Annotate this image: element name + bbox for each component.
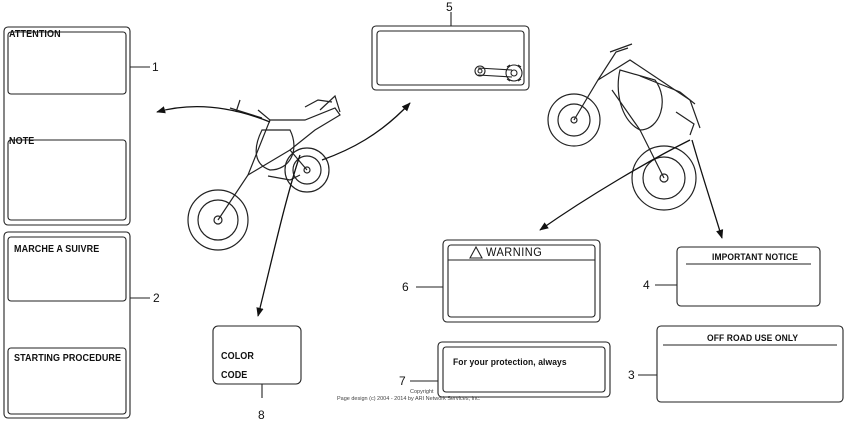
label-4-important-text: IMPORTANT NOTICE <box>712 251 798 262</box>
label-2-starting-text: STARTING PROCEDURE <box>14 352 122 363</box>
motorcycle-icon <box>187 94 341 251</box>
callout-7: 7 <box>399 374 406 388</box>
copyright-line-2: Page design (c) 2004 - 2014 by ARI Netwo… <box>337 396 481 402</box>
label-8-outline <box>212 325 302 398</box>
callout-6: 6 <box>402 280 409 294</box>
label-1-attention-text: ATTENTION <box>9 28 61 39</box>
label-7-protection-text: For your protection, always <box>453 356 567 367</box>
callout-2: 2 <box>153 291 160 305</box>
label-3-offroad-text: OFF ROAD USE ONLY <box>707 332 799 343</box>
label-6-warning-text: WARNING <box>486 246 543 260</box>
label-1-note-text: NOTE <box>9 135 35 146</box>
callout-3: 3 <box>628 368 635 382</box>
callout-4: 4 <box>643 278 650 292</box>
warning-triangle-icon <box>469 245 483 259</box>
label-8-color-text: COLOR <box>221 350 254 361</box>
callout-8: 8 <box>258 408 265 422</box>
label-8-code-text: CODE <box>221 369 248 380</box>
callout-5: 5 <box>446 0 453 14</box>
label-4-outline <box>655 246 821 307</box>
copyright-line-1: Copyright <box>410 389 434 395</box>
motorcycle-icon <box>547 43 701 211</box>
label-2-marche-text: MARCHE A SUIVRE <box>14 243 100 254</box>
label-3-outline <box>638 325 844 403</box>
label-7-outline <box>410 341 611 398</box>
label-2-outline <box>3 231 150 419</box>
label-5-outline <box>371 12 530 91</box>
label-1-outline <box>3 26 150 226</box>
label-6-outline <box>416 239 601 323</box>
chain-icon <box>474 64 523 82</box>
callout-1: 1 <box>152 60 159 74</box>
